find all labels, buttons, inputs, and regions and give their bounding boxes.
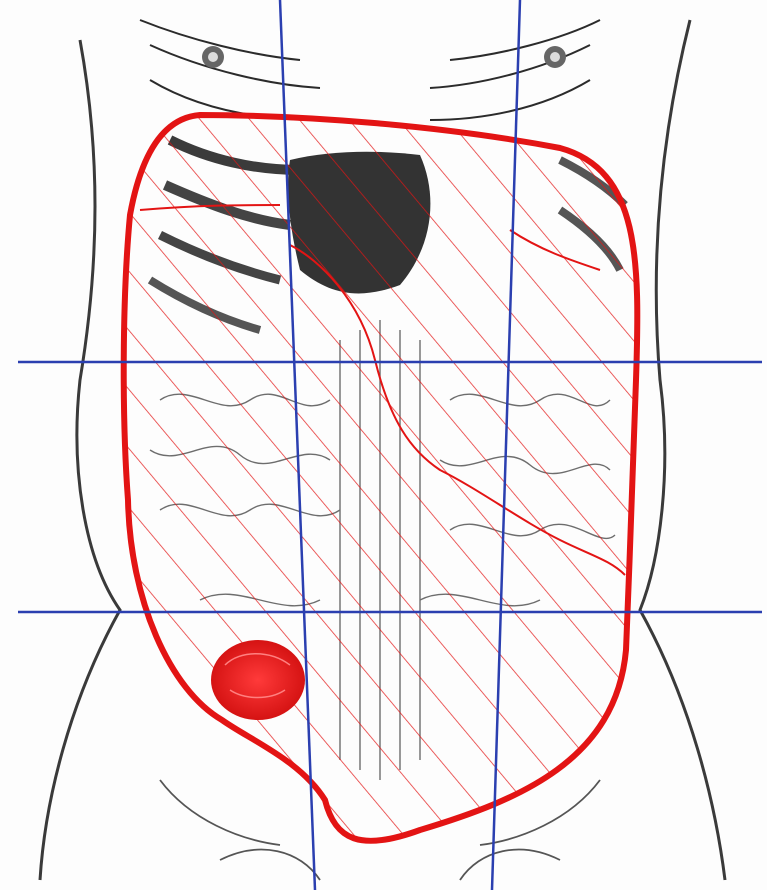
hatched-region bbox=[100, 100, 660, 860]
filled-mass bbox=[211, 640, 305, 720]
right-flank-contour bbox=[640, 20, 725, 880]
left-flank-contour bbox=[40, 40, 120, 880]
